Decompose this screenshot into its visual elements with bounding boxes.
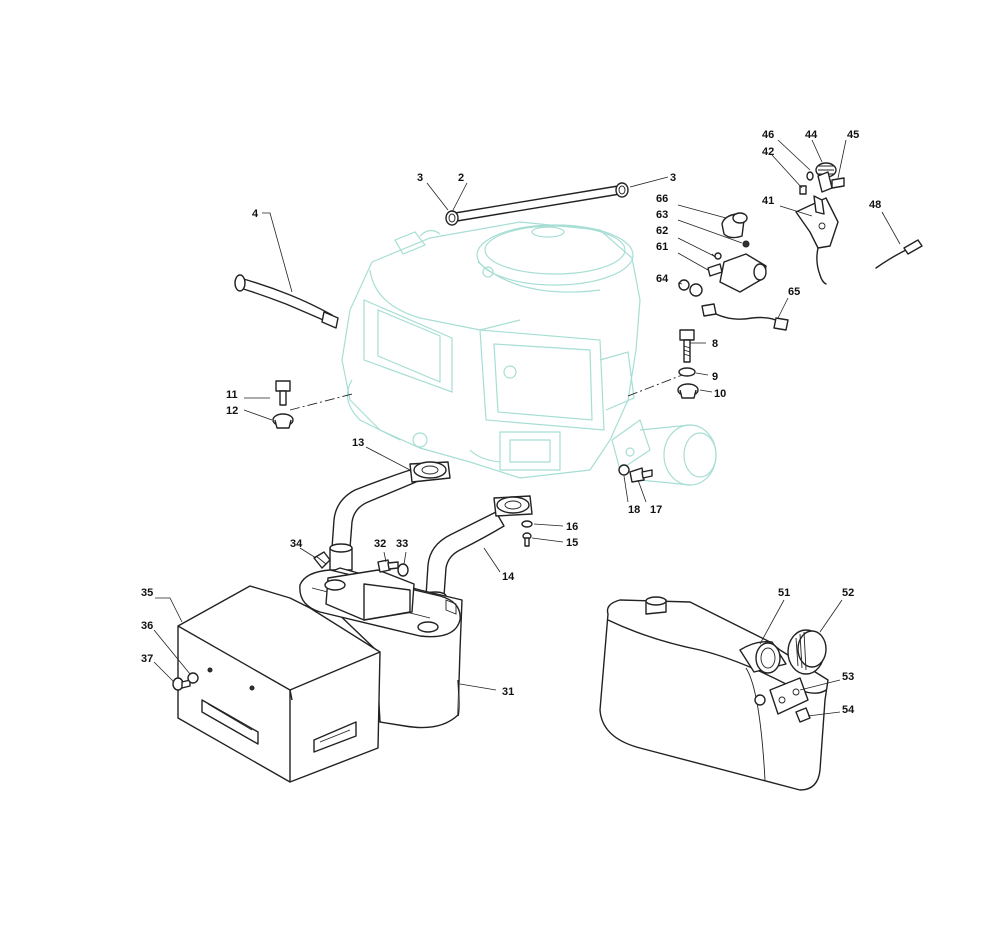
callout-13: 13	[352, 437, 364, 449]
callout-17: 17	[650, 504, 662, 516]
callout-63: 63	[656, 209, 668, 221]
bolt-32	[377, 559, 399, 573]
callout-48: 48	[869, 199, 881, 211]
callout-16: 16	[566, 521, 578, 533]
callout-37: 36	[141, 620, 153, 632]
muffler-guard-35	[177, 585, 381, 783]
callout-2: 2	[458, 172, 464, 184]
part-63	[742, 240, 750, 248]
screw-36	[172, 677, 191, 691]
bolt-17	[629, 467, 653, 483]
callout-18: 18	[628, 504, 640, 516]
grommet-12	[272, 413, 294, 429]
breather-hose-part	[234, 274, 339, 329]
callout-11: 11	[226, 389, 238, 401]
callout-64: 64	[656, 273, 669, 285]
clip-34	[313, 551, 331, 569]
callout-45: 45	[847, 129, 859, 141]
callout-66: 66	[656, 193, 668, 205]
callout-61: 61	[656, 241, 668, 253]
nuts-64	[678, 279, 703, 297]
callout-44: 44	[805, 129, 818, 141]
washer-33	[397, 563, 409, 577]
mount-bolt-right	[679, 329, 695, 363]
leader-lines	[153, 139, 901, 717]
screw-45	[831, 177, 845, 189]
callout-8: 8	[712, 338, 718, 350]
engine-ghost	[341, 221, 717, 486]
spring-44	[815, 162, 837, 193]
callout-labels: 2 3 3 4 8 9 10 11 12 13 14 15 16 17 18 3…	[141, 129, 881, 716]
wire-65	[701, 303, 789, 331]
alignment-line-right	[627, 371, 691, 397]
callout-53: 53	[842, 671, 854, 683]
alignment-line-left	[289, 393, 353, 411]
callout-31: 31	[502, 686, 514, 698]
callout-14: 14	[502, 571, 515, 583]
callout-34: 34	[290, 538, 303, 550]
callout-3-left: 3	[417, 172, 423, 184]
callout-46: 46	[762, 129, 774, 141]
callout-9: 9	[712, 371, 718, 383]
bracket-53	[754, 677, 809, 715]
callout-41: 41	[762, 195, 774, 207]
throttle-bracket-41	[795, 195, 839, 285]
callout-4: 4	[252, 208, 259, 220]
callout-10: 10	[714, 388, 726, 400]
fuel-tank-51	[599, 596, 829, 791]
callout-52: 52	[842, 587, 854, 599]
washer-46	[806, 171, 814, 181]
washer-9	[678, 367, 696, 377]
washer-37	[187, 672, 199, 684]
fuel-hose-part	[445, 182, 629, 226]
fuel-cap-52	[787, 629, 827, 675]
choke-cable-48	[875, 239, 923, 269]
nut-54	[795, 707, 811, 723]
callout-3-right: 3	[670, 172, 676, 184]
washer-16	[521, 520, 533, 528]
callout-15: 15	[566, 537, 578, 549]
mount-bolt-left	[275, 380, 291, 406]
screw-62	[711, 252, 722, 260]
screw-15	[522, 532, 532, 547]
grommet-10	[677, 383, 699, 399]
callout-51: 51	[778, 587, 790, 599]
callout-65: 65	[788, 286, 800, 298]
callout-62: 62	[656, 225, 668, 237]
muffler-31	[299, 567, 463, 729]
washer-18	[618, 464, 630, 476]
callout-32: 32	[374, 538, 386, 550]
callout-33: 33	[396, 538, 408, 550]
callout-36: 37	[141, 653, 153, 665]
exhaust-pipe-13	[329, 461, 451, 571]
callout-35: 35	[141, 587, 153, 599]
callout-42: 42	[762, 146, 774, 158]
boot-66	[721, 212, 748, 239]
solenoid-61	[707, 253, 767, 293]
callout-54: 54	[842, 704, 855, 716]
callout-12: 12	[226, 405, 238, 417]
